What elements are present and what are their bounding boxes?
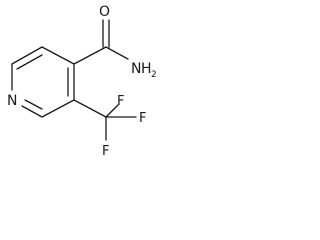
- amide-h-count-label: 2: [151, 70, 157, 80]
- oxygen-label: O: [99, 4, 110, 20]
- bond-carbonyl-n: [105, 46, 129, 60]
- amide-hydrogen-label: H: [141, 61, 152, 77]
- fluorine-top-label: F: [117, 94, 124, 109]
- bond-c6-c5: [11, 46, 43, 65]
- fluorine-bottom-label: F: [102, 144, 109, 159]
- bond-c5-c4: [41, 46, 75, 65]
- pyridine-ring: [11, 46, 75, 118]
- trifluoromethyl-group: [73, 99, 137, 141]
- bond-c4-carbonyl: [73, 46, 107, 65]
- structure-diagram: O N H 2 N F F F: [7, 4, 157, 159]
- bond-cf3-f-top: [105, 104, 119, 118]
- ring-nitrogen-label: N: [7, 93, 17, 109]
- carboxamide-group: [73, 19, 129, 65]
- bond-c2-n1: [21, 105, 43, 118]
- fluorine-right-label: F: [139, 111, 146, 126]
- amide-nitrogen-label: N: [131, 61, 141, 77]
- bond-c3-cf3: [73, 99, 107, 118]
- bond-c3-c2: [41, 99, 75, 118]
- bond-c6-c5-double: [16, 54, 43, 70]
- bond-c2-n1-double: [24, 99, 43, 110]
